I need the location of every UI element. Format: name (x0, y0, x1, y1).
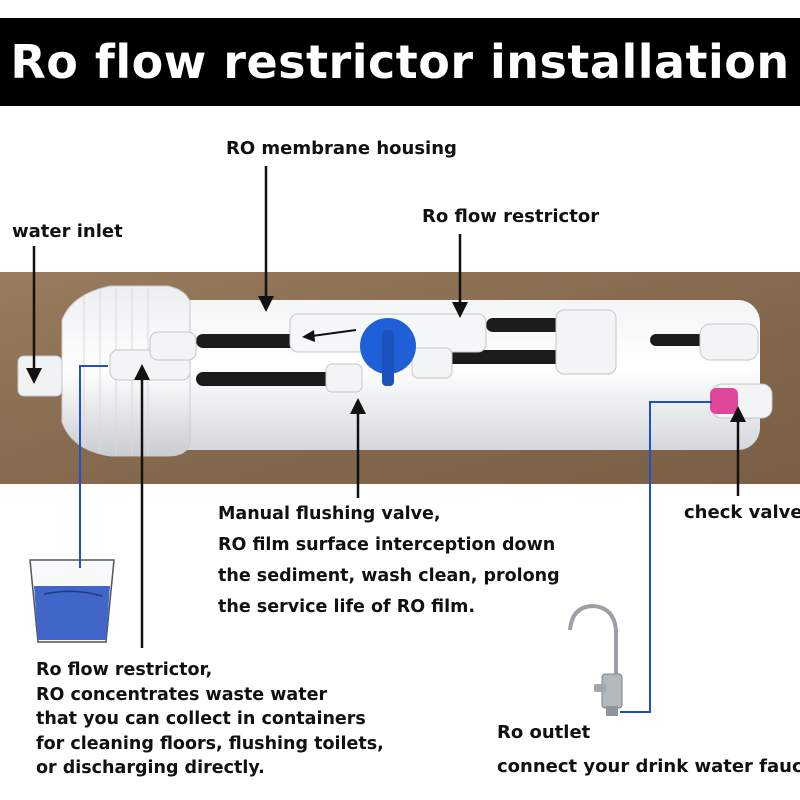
restrictor-line: RO concentrates waste water (36, 684, 328, 705)
waste-water (34, 586, 110, 640)
tube-lower (196, 372, 336, 386)
tube-upper (196, 334, 300, 348)
flushing-line: RO film surface interception down (218, 535, 556, 555)
title-banner: Ro flow restrictor installation (0, 18, 800, 106)
flushing-line: the service life of RO film. (218, 597, 476, 617)
flow-restrictor-description: Ro flow restrictor, RO concentrates wast… (36, 658, 384, 781)
tube-lower-mid (446, 350, 570, 364)
restrictor-line: Ro flow restrictor, (36, 660, 213, 680)
tube-right (650, 334, 710, 346)
flushing-line: the sediment, wash clean, prolong (218, 566, 560, 586)
drinking-water-faucet (568, 603, 623, 716)
water-inlet-fitting (17, 355, 63, 397)
ro-membrane-photo (0, 272, 800, 484)
check-valve (710, 388, 738, 414)
page-title: Ro flow restrictor installation (10, 35, 790, 89)
label-connect-faucet: connect your drink water fauct (497, 756, 800, 777)
label-flow-restrictor-top: Ro flow restrictor (422, 206, 600, 227)
tube-upper-right (486, 318, 566, 332)
restrictor-line: or discharging directly. (36, 758, 265, 778)
label-ro-outlet: Ro outlet (497, 722, 591, 743)
flushing-line: Manual flushing valve, (218, 504, 441, 524)
waste-water-container (29, 559, 115, 643)
flushing-valve-description: Manual flushing valve, RO film surface i… (218, 499, 560, 623)
label-water-inlet: water inlet (12, 221, 123, 242)
restrictor-line: for cleaning floors, flushing toilets, (36, 733, 384, 754)
restrictor-line: that you can collect in containers (36, 709, 366, 729)
label-membrane-housing: RO membrane housing (226, 138, 457, 159)
label-check-valve: check valve (684, 502, 800, 523)
